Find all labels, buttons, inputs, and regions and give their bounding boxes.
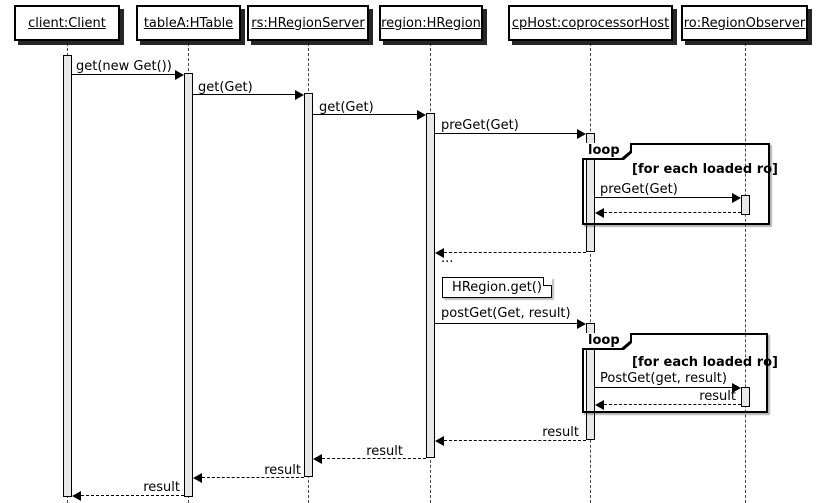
arrow-get-rs-region (313, 110, 426, 120)
loop-operator-tab-2: loop (582, 333, 632, 350)
loop-guard-2: [for each loaded ro] (632, 355, 778, 370)
participant-rs-label: rs:HRegionServer (251, 15, 365, 31)
note-text: HRegion.get() (452, 280, 542, 295)
loop-fragment-preget: loop [for each loaded ro] (582, 143, 778, 225)
ellipsis-text: ... (441, 251, 454, 266)
message-label-get-1: get(Get) (198, 80, 253, 95)
participant-tablea: tableA:HTable (136, 5, 241, 41)
participant-tablea-label: tableA:HTable (143, 15, 234, 31)
arrow-return-cphost-region-1 (435, 248, 586, 258)
loop-operator-tab-1: loop (582, 143, 632, 160)
arrow-postget-cphost-ro (595, 383, 741, 393)
message-label-postget-loop: PostGet(get, result) (600, 371, 727, 386)
message-label-result-tablea: result (264, 463, 301, 478)
note-hregion-get: HRegion.get() (442, 277, 552, 298)
arrow-return-result-rs-tablea (193, 473, 304, 483)
arrow-return-result-cphost-region (435, 436, 586, 446)
loop-operator-label-1: loop (588, 143, 620, 158)
message-label-preget-loop: preGet(Get) (600, 182, 678, 197)
message-label-preget: preGet(Get) (441, 118, 519, 133)
activation-cphost-preget (586, 133, 595, 252)
participant-rs: rs:HRegionServer (247, 5, 369, 41)
arrow-return-result-region-rs (313, 454, 426, 464)
arrow-return-ro-cphost-1 (595, 208, 741, 218)
message-label-result-region: result (542, 425, 579, 440)
lifeline-ro (745, 43, 746, 503)
message-label-postget: postGet(Get, result) (441, 306, 571, 321)
message-label-get-2: get(Get) (319, 100, 374, 115)
activation-client (63, 55, 72, 497)
note-fold-corner-icon (543, 277, 552, 286)
activation-tablea (184, 73, 193, 497)
participant-cphost-label: cpHost:coprocessorHost (511, 15, 670, 31)
participant-region: region:HRegion (379, 5, 483, 41)
activation-rs (304, 93, 313, 477)
message-label-get-new-get: get(new Get()) (76, 59, 172, 74)
arrow-preget-region-cphost (435, 129, 586, 139)
participant-ro: ro:RegionObserver (681, 5, 808, 41)
participant-ro-label: ro:RegionObserver (683, 15, 806, 31)
arrow-return-result-ro-cphost (595, 400, 741, 410)
participant-client-label: client:Client (28, 15, 106, 31)
message-label-result-rs: result (366, 444, 403, 459)
loop-operator-label-2: loop (588, 333, 620, 348)
activation-cphost-postget (586, 323, 595, 440)
arrow-get-tablea-rs (193, 90, 304, 100)
participant-region-label: region:HRegion (381, 15, 481, 31)
activation-ro-preget (741, 195, 750, 215)
loop-guard-1: [for each loaded ro] (632, 162, 778, 177)
arrow-postget-region-cphost (435, 319, 586, 329)
lifeline-cphost (590, 43, 591, 503)
arrow-preget-cphost-ro (595, 193, 741, 203)
participant-client: client:Client (14, 5, 120, 41)
message-label-result-client: result (143, 480, 180, 495)
activation-region (426, 113, 435, 458)
arrow-get-new-get (72, 70, 184, 80)
loop-fragment-postget: loop [for each loaded ro] (582, 333, 778, 413)
participant-cphost: cpHost:coprocessorHost (508, 5, 673, 41)
activation-ro-postget (741, 387, 750, 407)
arrow-return-result-tablea-client (72, 491, 184, 501)
message-label-result-loop: result (699, 389, 736, 404)
